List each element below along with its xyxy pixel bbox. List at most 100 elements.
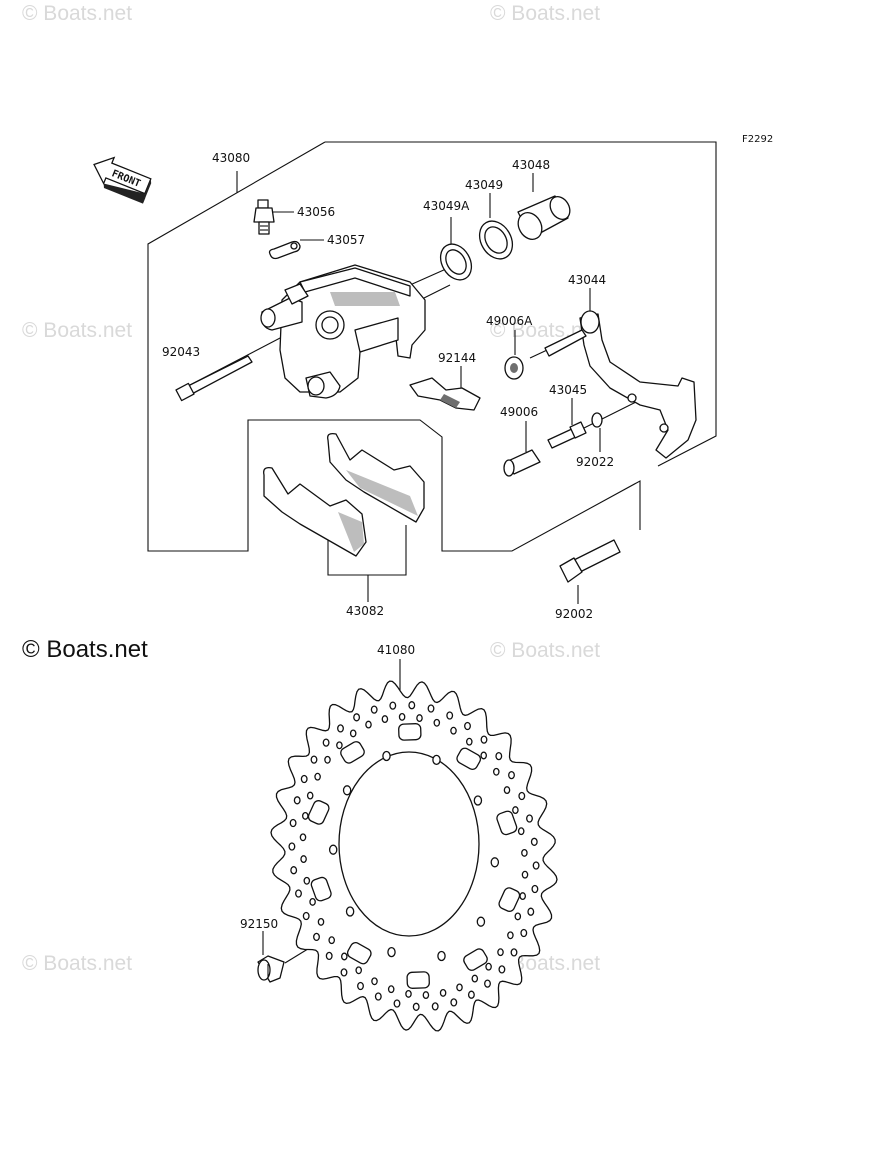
disc-hole [299, 833, 307, 842]
disc-hole [446, 711, 454, 720]
disc-slot [406, 971, 430, 989]
disc-hole [508, 770, 515, 780]
label-43082: 43082 [346, 604, 384, 618]
disc-hole [293, 796, 301, 805]
disc-hole [412, 1002, 420, 1011]
disc-hole [471, 974, 479, 983]
label-43056: 43056 [297, 205, 335, 219]
disc-slot [398, 723, 422, 741]
circlip-92022 [591, 412, 603, 428]
label-49006A: 49006A [486, 314, 533, 328]
disc-hole [382, 750, 391, 762]
disc-hole [371, 977, 378, 986]
disc-hole [340, 968, 348, 977]
disc-hole [365, 720, 372, 729]
disc-hole [295, 889, 302, 898]
disc-hole [289, 818, 297, 828]
label-43044: 43044 [568, 273, 606, 287]
disc-hole [341, 952, 348, 961]
disc-hole [450, 726, 457, 735]
label-49006: 49006 [500, 405, 538, 419]
disc-hole [514, 912, 522, 921]
dust-seal-43049 [478, 220, 514, 260]
label-92150: 92150 [240, 917, 278, 931]
disc-hole [322, 738, 330, 747]
disc-hole [345, 906, 355, 917]
disc-hole [314, 772, 321, 781]
disc-hole [507, 931, 514, 940]
disc-hole [422, 991, 430, 1000]
disc-hole [466, 737, 473, 746]
disc-hole [518, 791, 526, 801]
disc-hole [510, 948, 518, 957]
bleeder-cap-43057 [268, 240, 301, 260]
watermark-top-left: © Boats.net [22, 2, 132, 25]
label-43057: 43057 [327, 233, 365, 247]
label-92002: 92002 [555, 607, 593, 621]
disc-hole [498, 965, 506, 974]
disc-hole [349, 729, 357, 738]
disc-hole [527, 907, 535, 916]
disc-hole [405, 989, 412, 998]
piston-43048 [517, 195, 571, 240]
disc-hole [389, 701, 397, 710]
disc-slot [310, 876, 332, 902]
disc-hole [526, 814, 533, 823]
disc-hole [398, 712, 406, 721]
disc-hole [325, 951, 333, 961]
watermark-top-right: © Boats.net [490, 2, 600, 25]
disc-hole [290, 866, 298, 875]
disc-hole [476, 916, 486, 927]
disc-hole [433, 718, 441, 727]
disc-hole [302, 811, 309, 820]
disc-hole [328, 936, 335, 945]
disc-hole [381, 715, 389, 724]
front-arrow-icon: FRONT [93, 156, 152, 204]
disc-hole [532, 861, 540, 870]
caliper-body [260, 264, 426, 399]
disc-hole [387, 985, 395, 994]
disc-hole [517, 827, 525, 836]
disc-hole [317, 917, 325, 926]
disc-hole [519, 892, 526, 901]
disc-hole [484, 979, 491, 988]
piston-seal-43049A [439, 243, 473, 281]
figure-code: F2292 [742, 134, 773, 145]
mounting-bolt-92002 [559, 539, 621, 583]
disc-hole [355, 966, 362, 975]
caliper-holder-43044 [544, 310, 697, 459]
brake-pad-rear-43082 [327, 432, 425, 523]
caliper-assembly-outline [147, 141, 717, 552]
rubber-boot-49006A [504, 356, 524, 380]
disc-hole [374, 992, 382, 1001]
disc-slot [346, 941, 372, 965]
watermark-bottom-left: © Boats.net [22, 952, 132, 975]
caliper-pin-92043 [175, 355, 253, 402]
disc-hole [521, 870, 529, 879]
disc-hole [370, 705, 378, 714]
label-92144: 92144 [438, 351, 476, 365]
label-43049A: 43049A [423, 199, 470, 213]
disc-hole [520, 928, 528, 938]
bleeder-valve-43056 [253, 199, 275, 235]
disc-slot [498, 887, 521, 912]
disc-hole [490, 857, 500, 868]
watermark-prominent: © Boats.net [22, 636, 148, 663]
disc-bolt-92150 [257, 955, 285, 983]
disc-slot [340, 741, 365, 764]
disc-hole [416, 714, 423, 723]
disc-hole [467, 990, 475, 999]
disc-hole [408, 701, 416, 710]
disc-hole [310, 755, 318, 764]
disc-hole [337, 724, 344, 733]
disc-hole [439, 988, 447, 997]
disc-hole [531, 884, 539, 894]
disc-hole [497, 948, 504, 957]
disc-hole [480, 735, 488, 744]
disc-hole [353, 713, 361, 722]
disc-hole [432, 754, 441, 766]
disc-hole [495, 751, 503, 761]
label-92043: 92043 [162, 345, 200, 359]
disc-hole [493, 767, 500, 776]
watermark-mid-left: © Boats.net [22, 319, 132, 342]
